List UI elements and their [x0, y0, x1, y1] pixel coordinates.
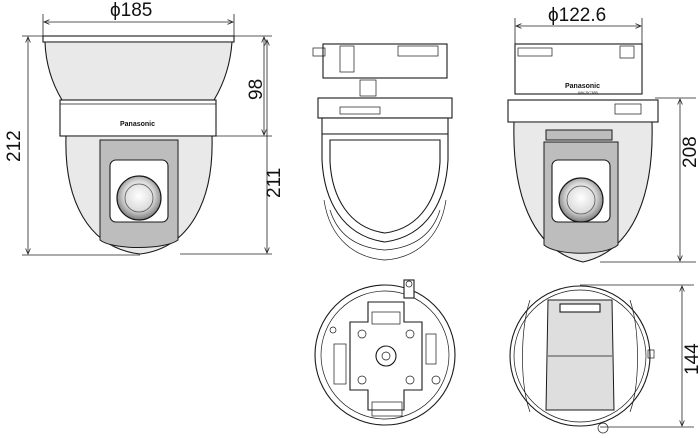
lens-icon-side — [558, 177, 604, 223]
side-view-open — [312, 43, 453, 261]
dimension-front-top-diameter: ϕ185 — [110, 0, 152, 21]
model-label-side: WV-SC385 — [578, 90, 599, 95]
lens-icon — [116, 175, 162, 221]
bottom-view-base — [314, 279, 456, 426]
brand-logo-side: Panasonic — [565, 83, 600, 90]
dimension-front-lower-height: 211 — [264, 168, 285, 198]
brand-logo-front: Panasonic — [120, 121, 155, 128]
dimension-side-top-diameter: ϕ122.6 — [548, 5, 606, 26]
front-view: ϕ185 212 98 211 Panasonic — [4, 0, 285, 256]
dimension-front-upper-height: 98 — [246, 79, 267, 100]
dimension-side-height: 208 — [680, 136, 700, 168]
dimension-bottom-height: 144 — [682, 343, 700, 375]
dimension-front-total-height: 212 — [4, 130, 25, 162]
bottom-view-dome: 144 — [509, 284, 700, 434]
side-view-closed: ϕ122.6 208 Panasonic WV-SC385 — [507, 5, 700, 263]
